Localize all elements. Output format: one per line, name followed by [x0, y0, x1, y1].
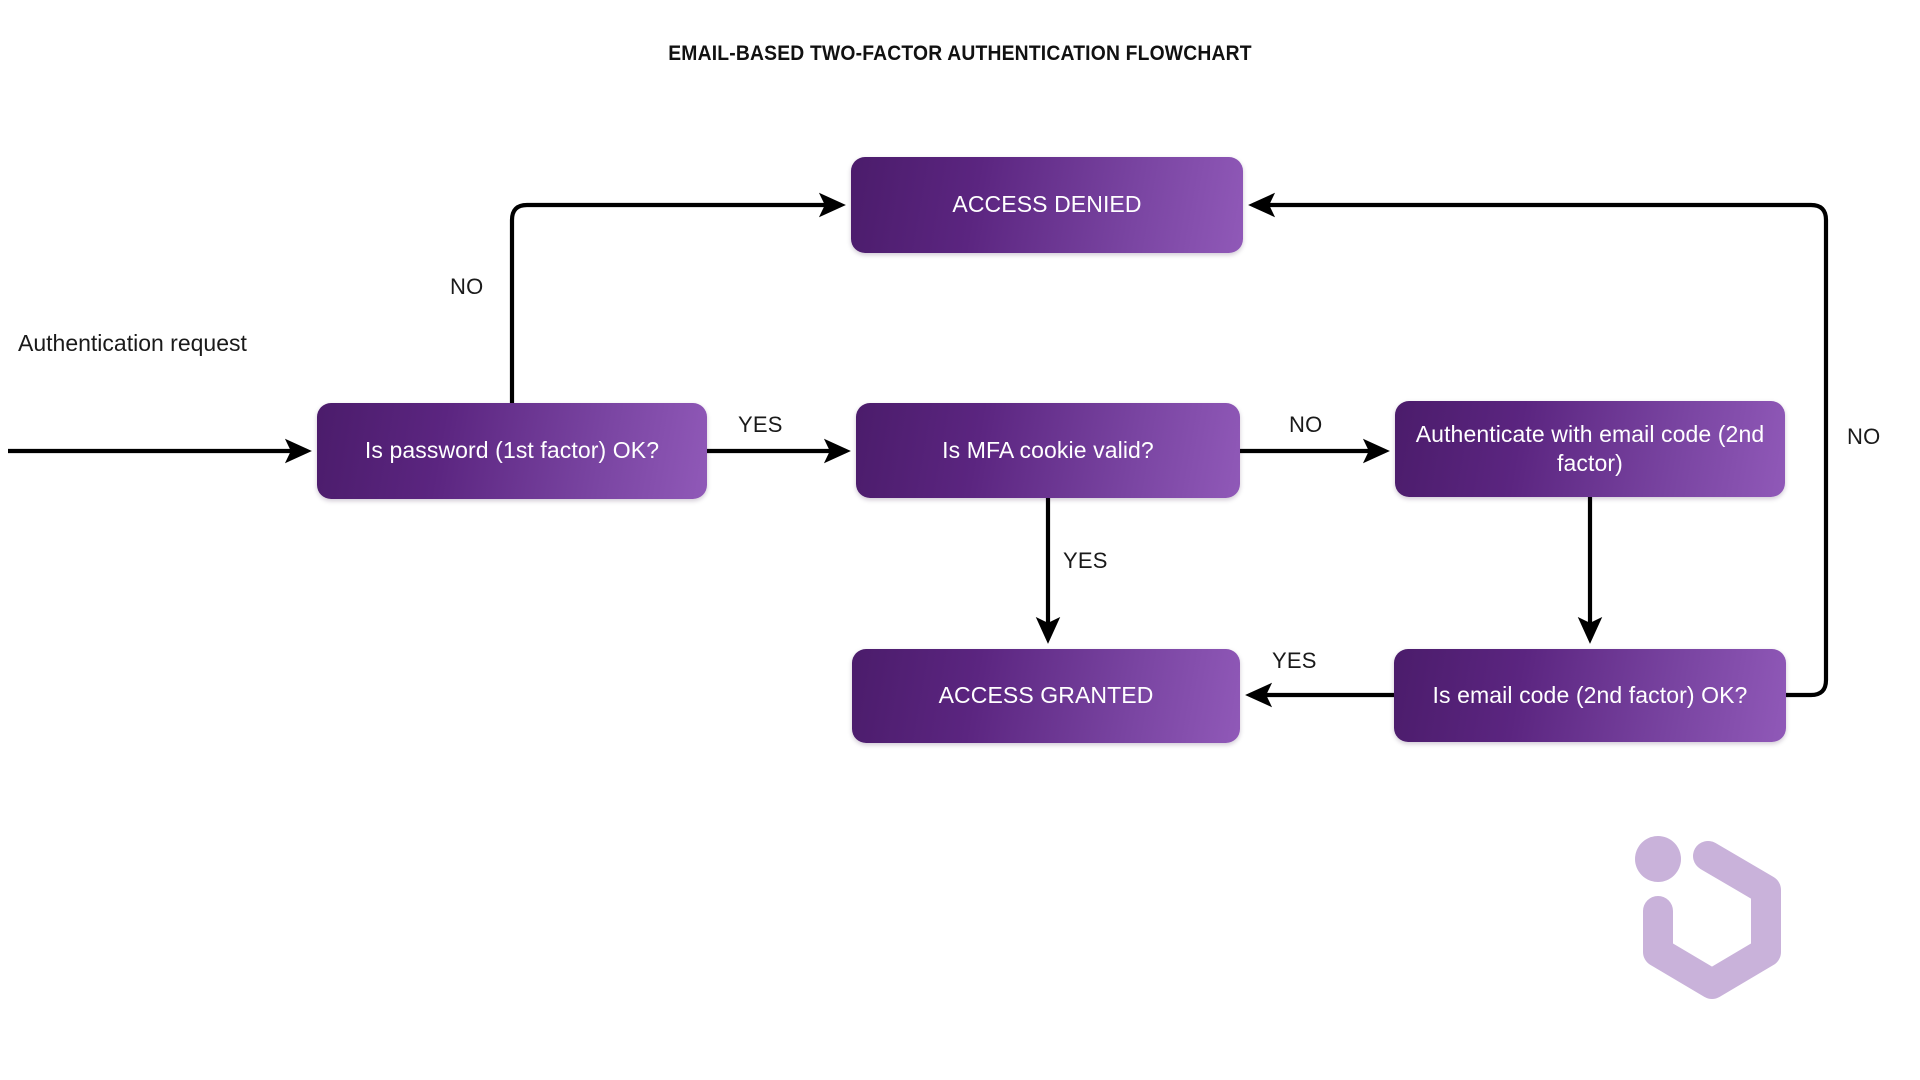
edge-label-mfa-no: NO [1289, 412, 1323, 437]
edge-label-code-no: NO [1847, 424, 1881, 449]
edge-label-code-yes: YES [1272, 648, 1317, 673]
node-access-granted[interactable]: ACCESS GRANTED [852, 649, 1240, 743]
page-title: EMAIL-BASED TWO-FACTOR AUTHENTICATION FL… [668, 42, 1252, 65]
node-access-denied-label: ACCESS DENIED [952, 191, 1142, 218]
node-email-code-check-label: Is email code (2nd factor) OK? [1432, 681, 1748, 708]
node-mfa-cookie[interactable]: Is MFA cookie valid? [856, 403, 1240, 498]
entry-caption: Authentication request [18, 330, 247, 356]
edge-label-mfa-yes: YES [1063, 548, 1108, 573]
node-access-denied[interactable]: ACCESS DENIED [851, 157, 1243, 253]
node-email-auth-label: Authenticate with email code (2nd factor… [1415, 420, 1765, 476]
edge-label-password-yes: YES [738, 412, 783, 437]
brand-logo-icon [1635, 836, 1781, 999]
node-password-check-label: Is password (1st factor) OK? [364, 437, 660, 464]
edge-code-no-to-denied [1248, 192, 1829, 698]
node-email-code-check[interactable]: Is email code (2nd factor) OK? [1394, 649, 1786, 742]
node-access-granted-label: ACCESS GRANTED [938, 682, 1154, 709]
node-password-check[interactable]: Is password (1st factor) OK? [317, 403, 707, 499]
node-email-auth[interactable]: Authenticate with email code (2nd factor… [1395, 401, 1785, 497]
edge-password-no-to-denied [509, 192, 846, 403]
node-mfa-cookie-label: Is MFA cookie valid? [942, 436, 1154, 463]
edge-label-password-no: NO [450, 274, 484, 299]
